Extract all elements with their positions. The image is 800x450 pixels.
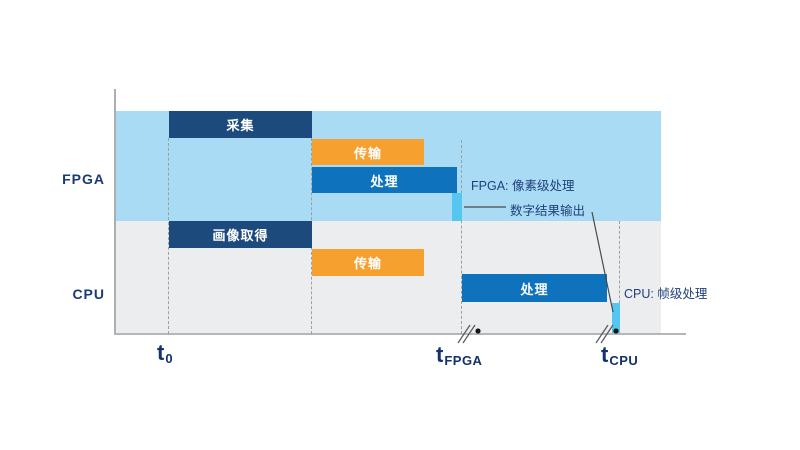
cpu-capture-bar: 画像取得 [169,221,312,248]
digital-result-output-note: 数字结果输出 [510,204,586,218]
fpga-processing-note: FPGA: 像素级处理 [471,179,575,193]
cpu-capture-bar-label: 画像取得 [212,228,269,243]
cpu-transfer-bar-label: 传输 [353,256,382,271]
cpu-processing-note: CPU: 帧级处理 [624,287,708,301]
tcpu-base: t [601,342,609,367]
fpga-capture-bar: 采集 [169,111,312,138]
fpga-process-bar-label: 处理 [370,173,399,189]
cpu-transfer-bar: 传输 [312,249,424,276]
tfpga-axis-label: t FPGA [436,342,483,369]
guide-line-tcpu [619,221,620,333]
cpu-process-bar: 处理 [462,274,607,302]
tfpga-base: t [436,342,444,367]
cpu-result-output-bar [612,303,620,333]
fpga-transfer-bar: 传输 [312,139,424,165]
t0-subscript: 0 [165,351,174,366]
t0-axis-label: t 0 [157,340,174,367]
t0-base: t [157,340,165,365]
fpga-process-bar: 处理 [312,167,457,193]
fpga-result-output-bar [452,193,462,221]
guide-line-t0 [168,138,169,334]
time-axis-line [114,333,686,335]
tfpga-subscript: FPGA [444,353,483,368]
tcpu-subscript: CPU [609,353,639,368]
tcpu-axis-label: t CPU [601,342,639,369]
fpga-capture-bar-label: 采集 [226,118,255,133]
fpga-transfer-bar-label: 传输 [353,145,382,161]
cpu-lane-label: CPU [72,286,105,302]
cpu-process-bar-label: 处理 [520,281,549,297]
guide-line-tfpga [461,140,462,334]
fpga-lane-label: FPGA [62,171,105,187]
y-axis-line [114,89,116,335]
